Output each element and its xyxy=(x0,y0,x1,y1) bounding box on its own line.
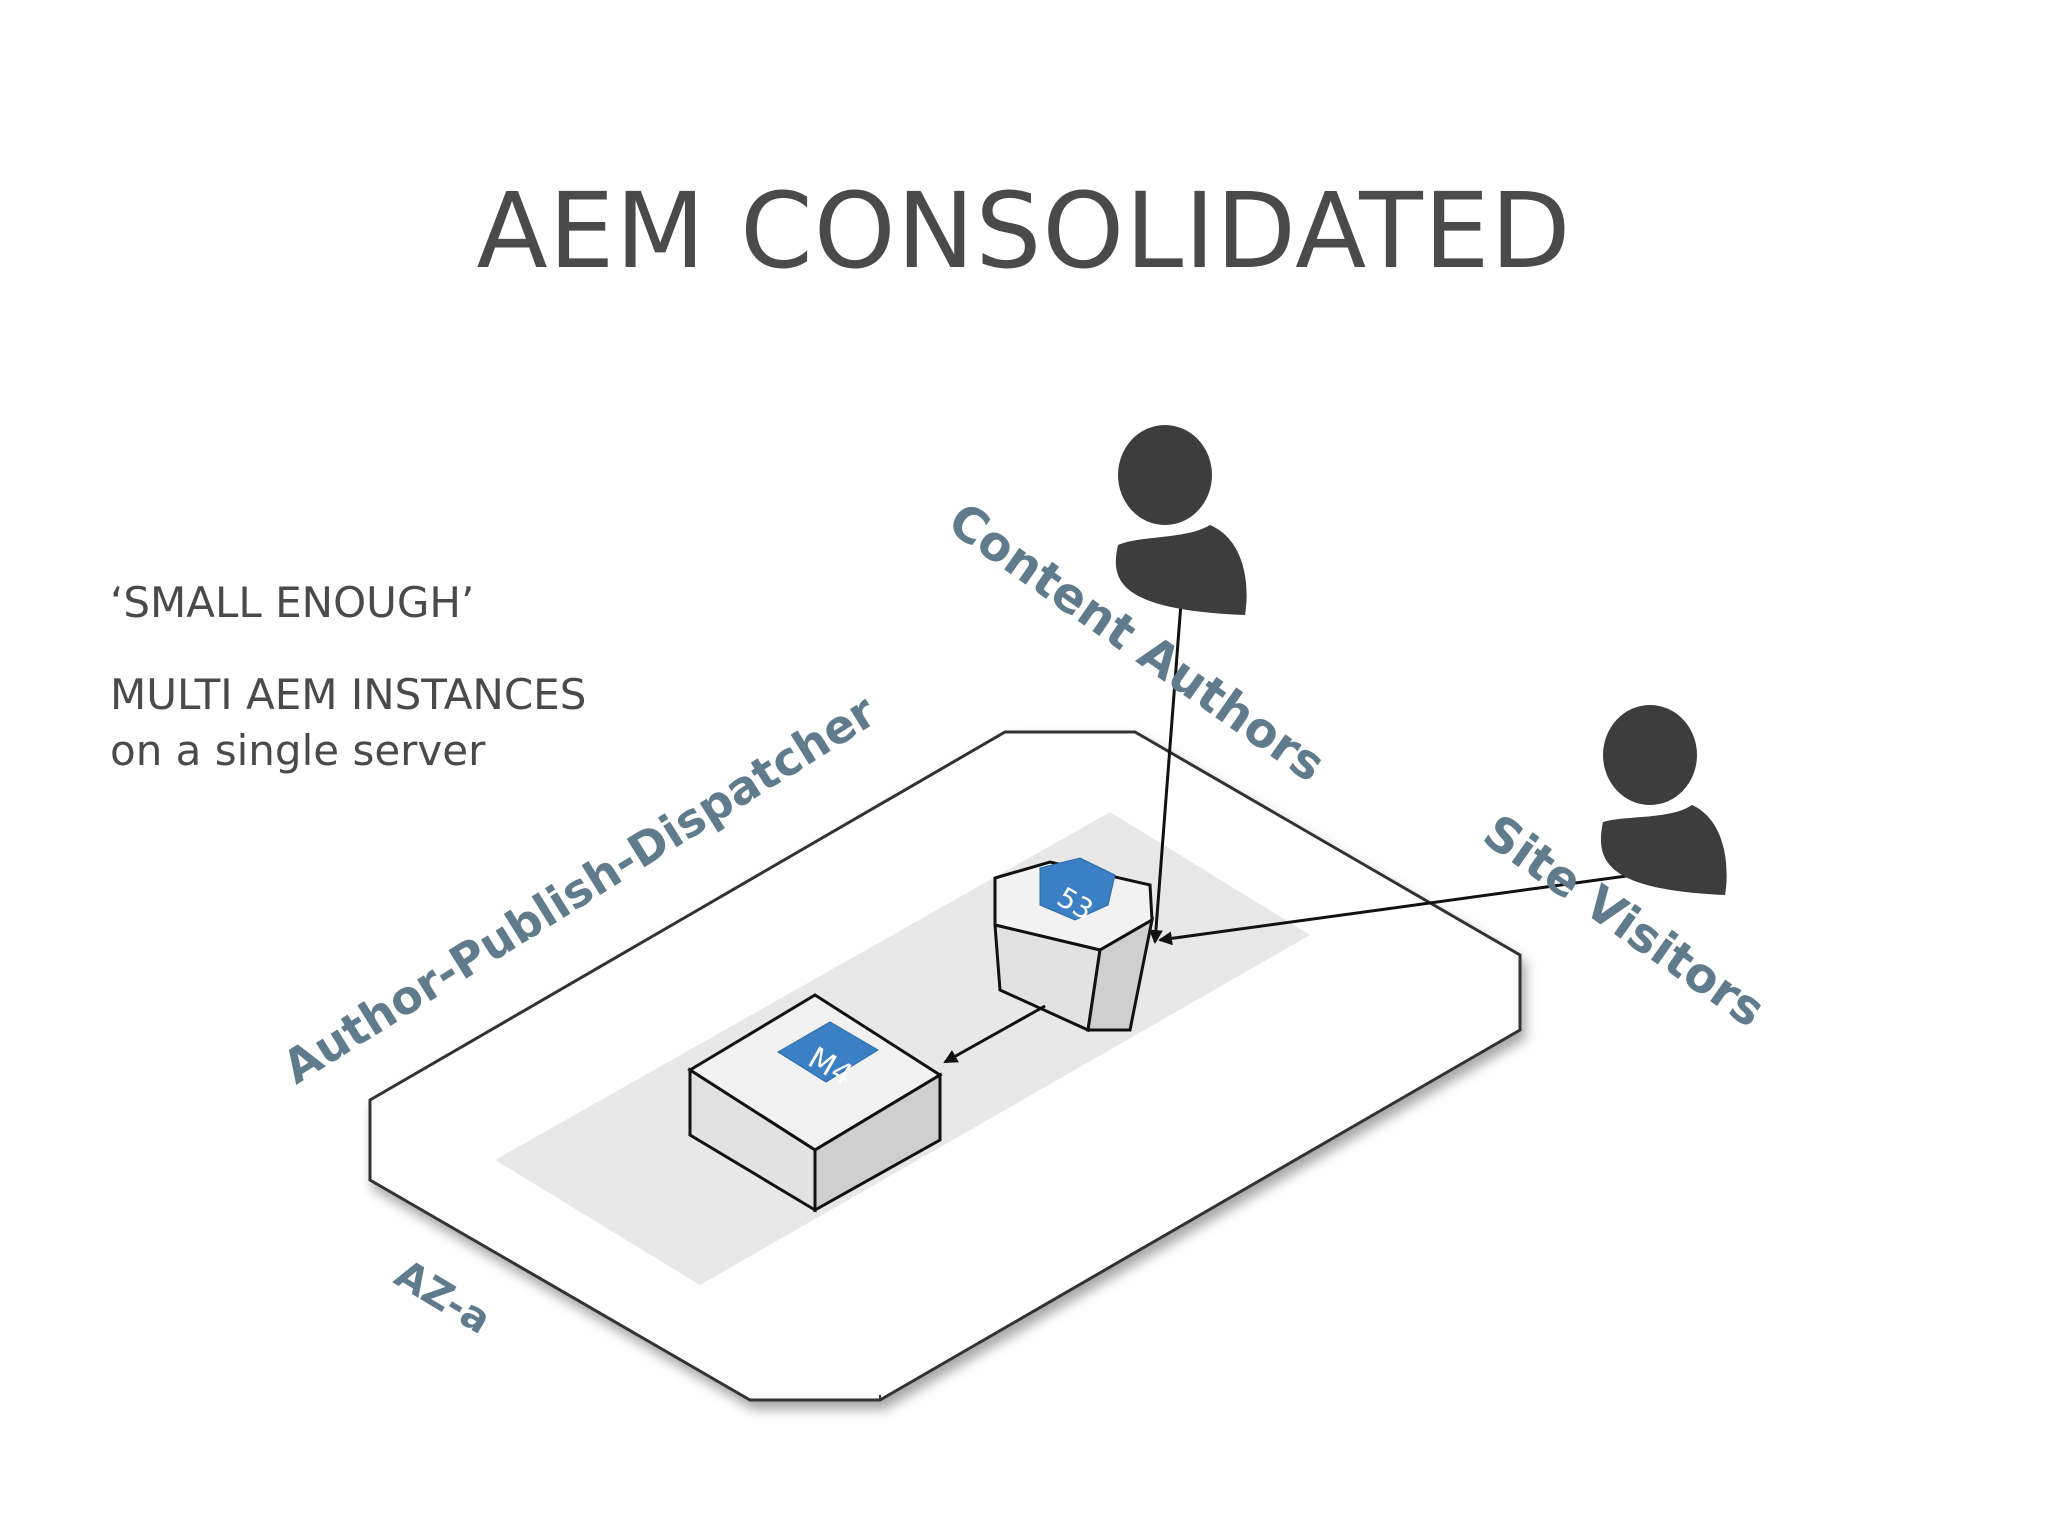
instance-icon: M4 xyxy=(687,993,943,1213)
slide-title: AEM CONSOLIDATED xyxy=(476,170,1572,292)
route53-icon: 53 xyxy=(993,857,1155,1033)
zone-label: AZ-a xyxy=(387,1251,499,1343)
bullet-small-enough: ‘SMALL ENOUGH’ xyxy=(110,578,475,627)
bullet-list: ‘SMALL ENOUGH’ MULTI AEM INSTANCES on a … xyxy=(110,575,586,779)
user-icon xyxy=(1600,705,1727,895)
bullet-single-server: on a single server xyxy=(110,726,486,775)
arrow-visitors-to-route53 xyxy=(1158,868,1671,946)
user-icon xyxy=(1115,425,1247,615)
arrow-route53-to-instance xyxy=(943,1004,1046,1064)
arrow-authors-to-route53 xyxy=(1148,589,1184,944)
bullet-multi-instances: MULTI AEM INSTANCES xyxy=(110,670,587,719)
